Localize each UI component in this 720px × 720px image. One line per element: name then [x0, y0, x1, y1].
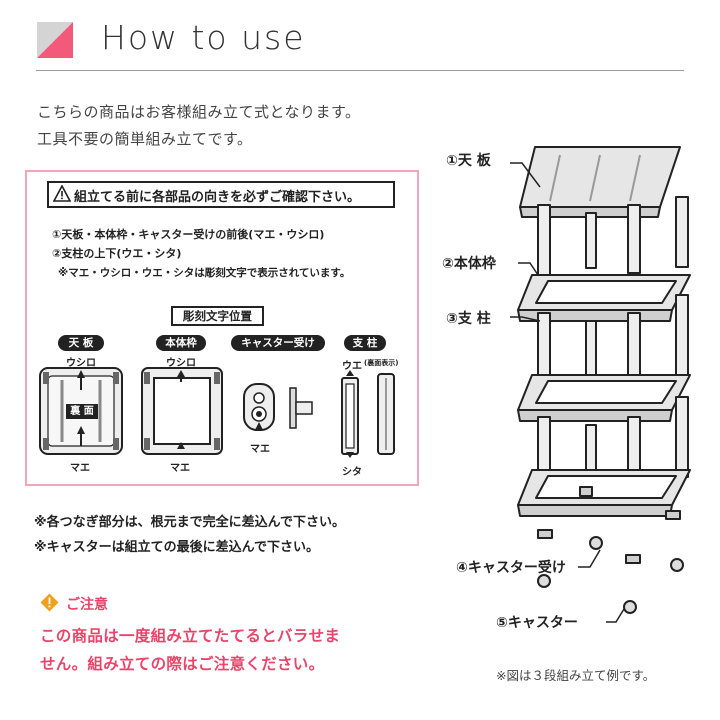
top-board-shape: [519, 146, 681, 218]
warning-banner: [47, 181, 395, 208]
main-frame-shape-2: [517, 374, 691, 422]
part-pill-main-frame: 本体枠: [156, 335, 206, 351]
header-divider: [36, 70, 684, 71]
diagram-label-top-board: ①天 板: [446, 153, 491, 169]
note-caster-last: ※キャスターは組立ての最後に差込んで下さい。: [34, 540, 319, 555]
main-frame-back-label: ウシロ: [166, 358, 196, 369]
top-board-back-label: ウシロ: [66, 358, 96, 369]
part-pill-pillar: 支 柱: [344, 335, 386, 351]
check-item-2: ②支柱の上下(ウエ・シタ): [52, 247, 182, 260]
check-item-3: ※マエ・ウシロ・ウエ・シタは彫刻文字で表示されています。: [58, 267, 351, 279]
pillar-bottom-label: シタ: [342, 467, 362, 478]
part-pill-caster-holder: キャスター受け: [231, 335, 325, 351]
engraving-position-title: 彫刻文字位置: [171, 306, 264, 326]
top-board-front-label: マエ: [70, 463, 90, 474]
diagram-label-pillar: ③支 柱: [446, 311, 491, 327]
caster-holder-illustration: [243, 383, 313, 431]
main-frame-illustration: [141, 367, 223, 455]
caution-icon: [40, 593, 59, 612]
diagram-label-caster: ⑤キャスター: [496, 615, 578, 631]
pillar-top-label: ウエ: [342, 361, 362, 372]
pillar-illustration: [341, 370, 395, 458]
assembly-diagram: [510, 146, 691, 623]
part-pill-top-board: 天 板: [58, 335, 104, 351]
assembly-notice-box: [25, 170, 419, 486]
caution-title: ご注意: [66, 597, 108, 613]
warning-icon: [53, 185, 71, 202]
main-frame-front-label: マエ: [170, 463, 190, 474]
caution-line-1: この商品は一度組み立てたてるとバラせま: [40, 627, 341, 645]
caster-holder-front-label: マエ: [250, 444, 270, 455]
warning-text: 組立てる前に各部品の向きを必ずご確認下さい。: [74, 190, 361, 205]
intro-line-1: こちらの商品はお客様組み立て式となります。: [37, 103, 361, 121]
diagram-caption: ※図は３段組み立て例です。: [496, 668, 656, 683]
page-title: How to use: [101, 18, 306, 57]
main-frame-shape-3: [517, 469, 691, 517]
note-insert-fully: ※各つなぎ部分は、根元まで完全に差込んで下さい。: [34, 515, 345, 530]
diagram-label-caster-holder: ④キャスター受け: [456, 560, 566, 576]
intro-line-2: 工具不要の簡単組み立てです。: [37, 130, 253, 148]
diagram-label-main-frame: ②本体枠: [442, 256, 496, 272]
pillar-top-note: (裏面表示): [364, 359, 399, 367]
top-board-reverse-label: 裏 面: [66, 404, 98, 419]
header-corner-icon: [37, 22, 73, 58]
check-item-1: ①天板・本体枠・キャスター受けの前後(マエ・ウシロ): [52, 228, 325, 241]
caution-line-2: せん。組み立ての際はご注意ください。: [40, 655, 325, 673]
